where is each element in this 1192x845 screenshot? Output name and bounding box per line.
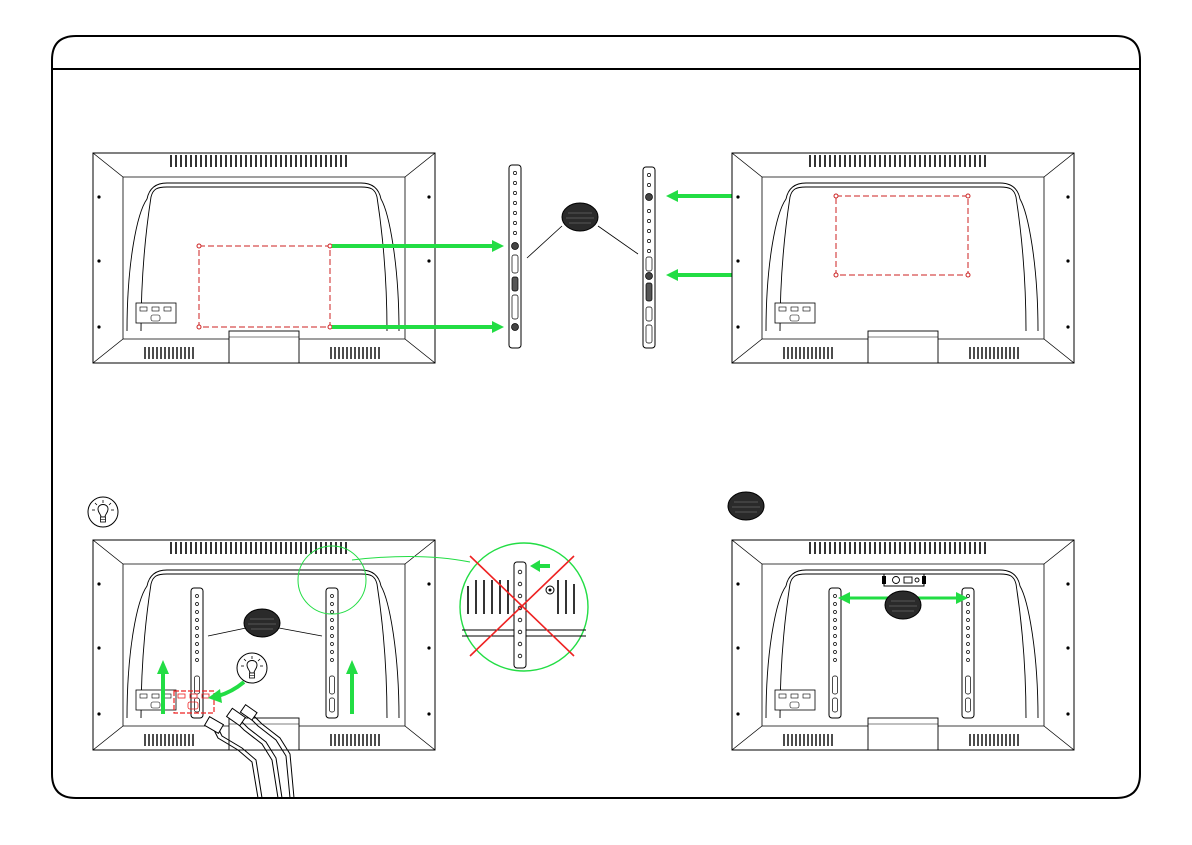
step-level-brackets (728, 492, 1074, 750)
zoom-detail (460, 543, 588, 671)
tv-back-left (93, 153, 435, 363)
bracket-leveled-right (962, 588, 974, 718)
tv-back-cables (93, 540, 435, 750)
washer-icon (244, 609, 280, 637)
washer-icon (885, 591, 921, 619)
washer-icon (562, 203, 598, 231)
step-cable-clearance (88, 497, 588, 798)
tv-back-right (732, 153, 1074, 363)
lightbulb-icon (88, 497, 118, 527)
bracket-right (643, 167, 655, 348)
bracket-leveled-left (829, 588, 841, 718)
step-attach-brackets (93, 153, 1074, 363)
tv-back-level (732, 540, 1074, 750)
bracket-installed-right (326, 588, 338, 718)
bracket-installed-left (191, 588, 203, 718)
bracket-left (509, 165, 521, 348)
washer-icon (728, 492, 764, 520)
lightbulb-icon (237, 653, 267, 683)
spirit-level-icon (882, 574, 926, 586)
